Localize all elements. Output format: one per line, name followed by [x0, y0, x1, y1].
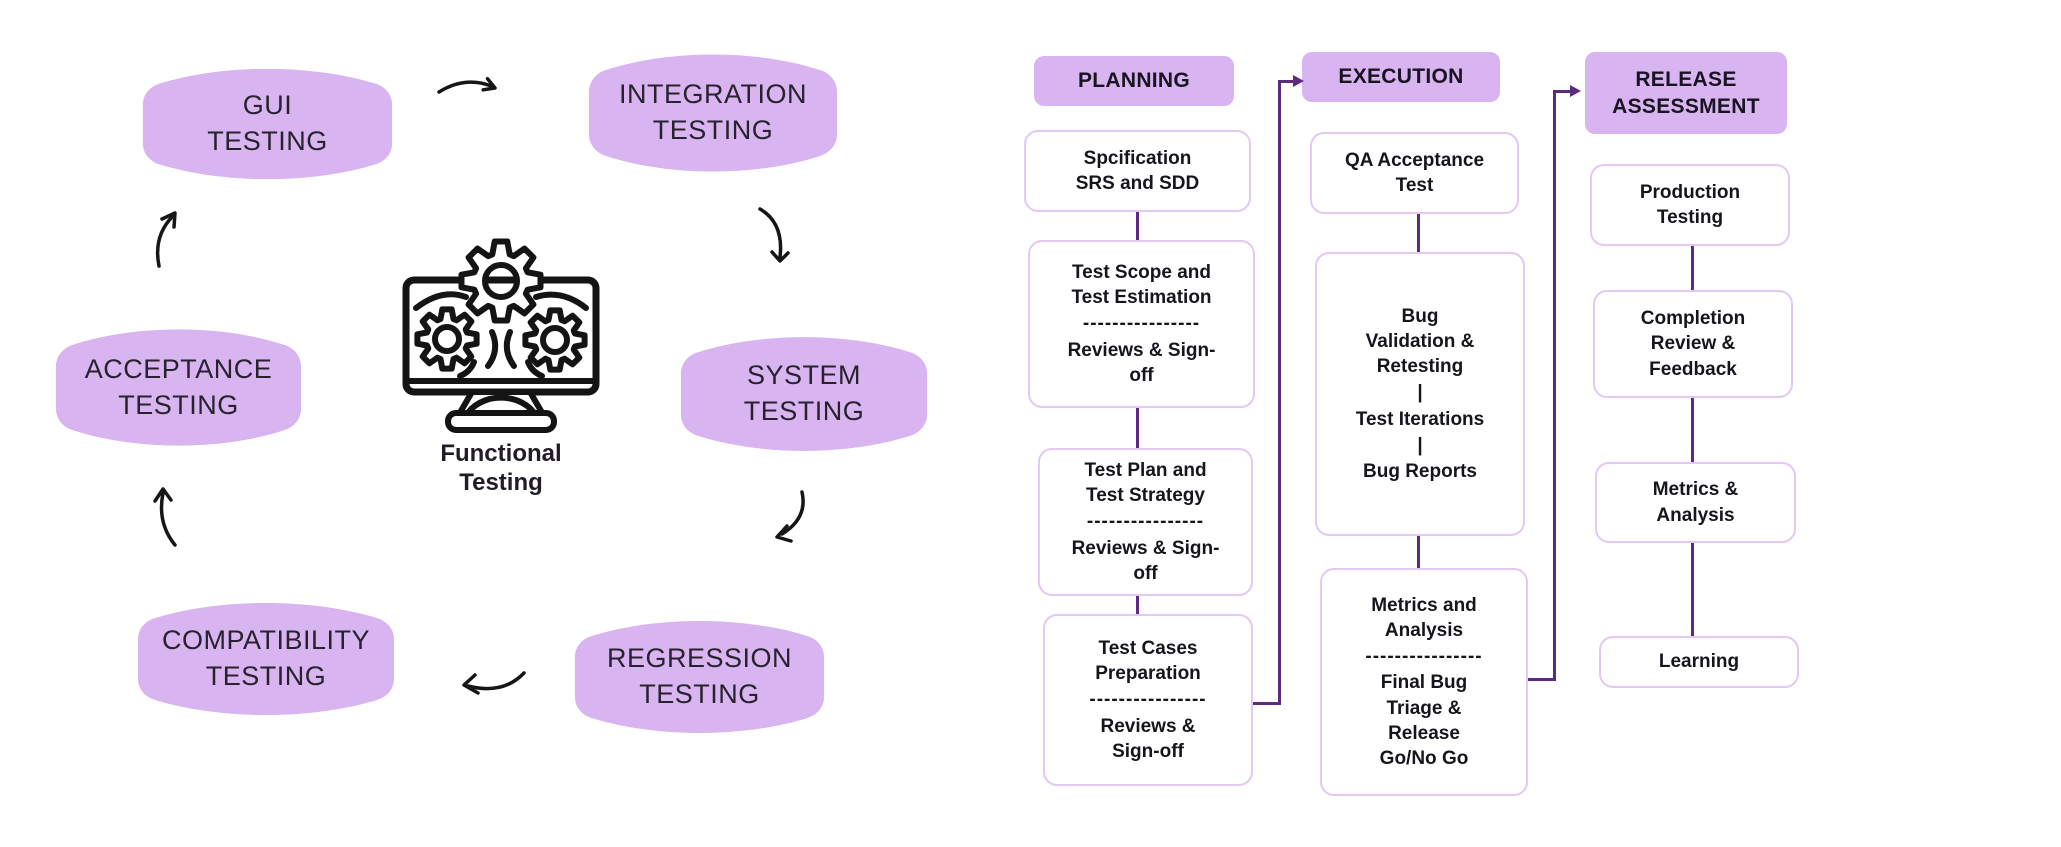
box-title: Learning — [1658, 651, 1740, 673]
box-separator: | — [1417, 382, 1423, 404]
flow-box-test-cases: Test Cases Preparation ---------------- … — [1043, 614, 1253, 786]
flow-box-metrics-analysis-release: Metrics & Analysis — [1595, 462, 1796, 543]
cycle-node-regression-testing: REGRESSION TESTING — [572, 610, 827, 744]
arrow-gui-to-integration-icon — [437, 76, 497, 94]
connector-segment — [1528, 678, 1556, 681]
box-title: QA Acceptance Test — [1344, 149, 1485, 196]
cycle-node-label: ACCEPTANCE TESTING — [84, 353, 273, 420]
cycle-node-label: GUI TESTING — [207, 90, 328, 156]
cycle-node-label: COMPATIBILITY TESTING — [161, 625, 371, 691]
cycle-node-label: INTEGRATION TESTING — [618, 79, 807, 145]
box-title: Metrics & Analysis — [1652, 479, 1739, 526]
box-subtitle: Bug Reports — [1363, 460, 1477, 482]
connector-release-1 — [1691, 246, 1694, 290]
execution-header: EXECUTION — [1302, 52, 1500, 102]
barrel-shape — [142, 68, 393, 180]
box-title: Test Cases Preparation — [1095, 638, 1201, 685]
connector-execution-1 — [1417, 214, 1420, 252]
box-title: Spcification SRS and SDD — [1075, 147, 1200, 194]
box-subtitle: Final Bug Triage & Release Go/No Go — [1379, 672, 1469, 769]
box-divider: ---------------- — [1089, 689, 1207, 711]
release-assessment-header: RELEASE ASSESSMENT — [1585, 52, 1787, 134]
flow-box-production-testing: Production Testing — [1590, 164, 1790, 246]
flow-box-metrics-analysis-exec: Metrics and Analysis ---------------- Fi… — [1320, 568, 1528, 796]
arrow-regression-to-compatibility-icon — [462, 671, 526, 695]
connector-release-2 — [1691, 398, 1694, 462]
cycle-center-label: Functional Testing — [440, 440, 562, 496]
flow-box-bug-validation: Bug Validation & Retesting | Test Iterat… — [1315, 252, 1525, 536]
cycle-node-compatibility-testing: COMPATIBILITY TESTING — [135, 592, 397, 726]
arrow-acceptance-to-gui-icon — [155, 211, 177, 268]
connector-planning-2 — [1136, 408, 1139, 448]
box-divider: ---------------- — [1086, 511, 1205, 533]
arrow-integration-to-system-icon — [758, 207, 790, 263]
barrel-shape — [55, 329, 302, 446]
box-subtitle: Reviews & Sign- off — [1071, 537, 1220, 584]
arrow-compatibility-to-acceptance-icon — [153, 487, 177, 547]
flow-box-learning: Learning — [1599, 636, 1799, 688]
box-title: Test Plan and Test Strategy — [1084, 460, 1207, 507]
arrow-system-to-regression-icon — [775, 490, 805, 543]
box-subtitle: Reviews & Sign- off — [1067, 339, 1216, 386]
barrel-shape — [574, 621, 825, 733]
flow-box-test-scope: Test Scope and Test Estimation ---------… — [1028, 240, 1255, 408]
box-title: Bug Validation & Retesting — [1365, 306, 1475, 378]
cycle-node-label: SYSTEM TESTING — [743, 360, 865, 426]
gear-icon — [458, 238, 544, 324]
functional-testing-icon — [402, 238, 600, 433]
box-divider: ---------------- — [1082, 313, 1201, 335]
arrowhead-icon — [1293, 75, 1304, 87]
box-divider: ---------------- — [1365, 646, 1483, 668]
cycle-node-acceptance-testing: ACCEPTANCE TESTING — [53, 318, 304, 457]
box-separator: | — [1417, 434, 1423, 456]
gear-icon — [414, 306, 480, 372]
planning-header: PLANNING — [1034, 56, 1234, 106]
cycle-node-integration-testing: INTEGRATION TESTING — [586, 43, 840, 183]
connector-planning-1 — [1136, 212, 1139, 240]
box-title: Metrics and Analysis — [1371, 595, 1477, 642]
connector-planning-3 — [1136, 596, 1139, 614]
connector-segment — [1278, 80, 1281, 705]
connector-segment — [1278, 80, 1296, 83]
box-subtitle: Reviews & Sign-off — [1100, 715, 1196, 762]
barrel-shape — [138, 603, 394, 715]
barrel-shape — [680, 337, 928, 451]
connector-segment — [1253, 702, 1281, 705]
flow-box-qa-acceptance: QA Acceptance Test — [1310, 132, 1519, 214]
arrowhead-icon — [1570, 85, 1581, 97]
connector-segment — [1553, 90, 1573, 93]
cycle-node-gui-testing: GUI TESTING — [140, 58, 395, 190]
flow-box-completion-review: Completion Review & Feedback — [1593, 290, 1793, 398]
connector-release-3 — [1691, 543, 1694, 636]
cycle-node-system-testing: SYSTEM TESTING — [678, 326, 930, 462]
barrel-shape — [588, 54, 838, 172]
connector-segment — [1553, 90, 1556, 681]
flow-box-specification: Spcification SRS and SDD — [1024, 130, 1251, 212]
box-title: Completion Review & Feedback — [1640, 308, 1746, 380]
box-title: Test Scope and Test Estimation — [1071, 262, 1212, 309]
box-title: Production Testing — [1639, 181, 1741, 228]
box-middle: Test Iterations — [1355, 408, 1485, 430]
connector-execution-2 — [1417, 536, 1420, 568]
gear-icon — [522, 307, 588, 373]
cycle-node-label: REGRESSION TESTING — [606, 643, 793, 709]
flow-box-test-plan: Test Plan and Test Strategy ------------… — [1038, 448, 1253, 596]
